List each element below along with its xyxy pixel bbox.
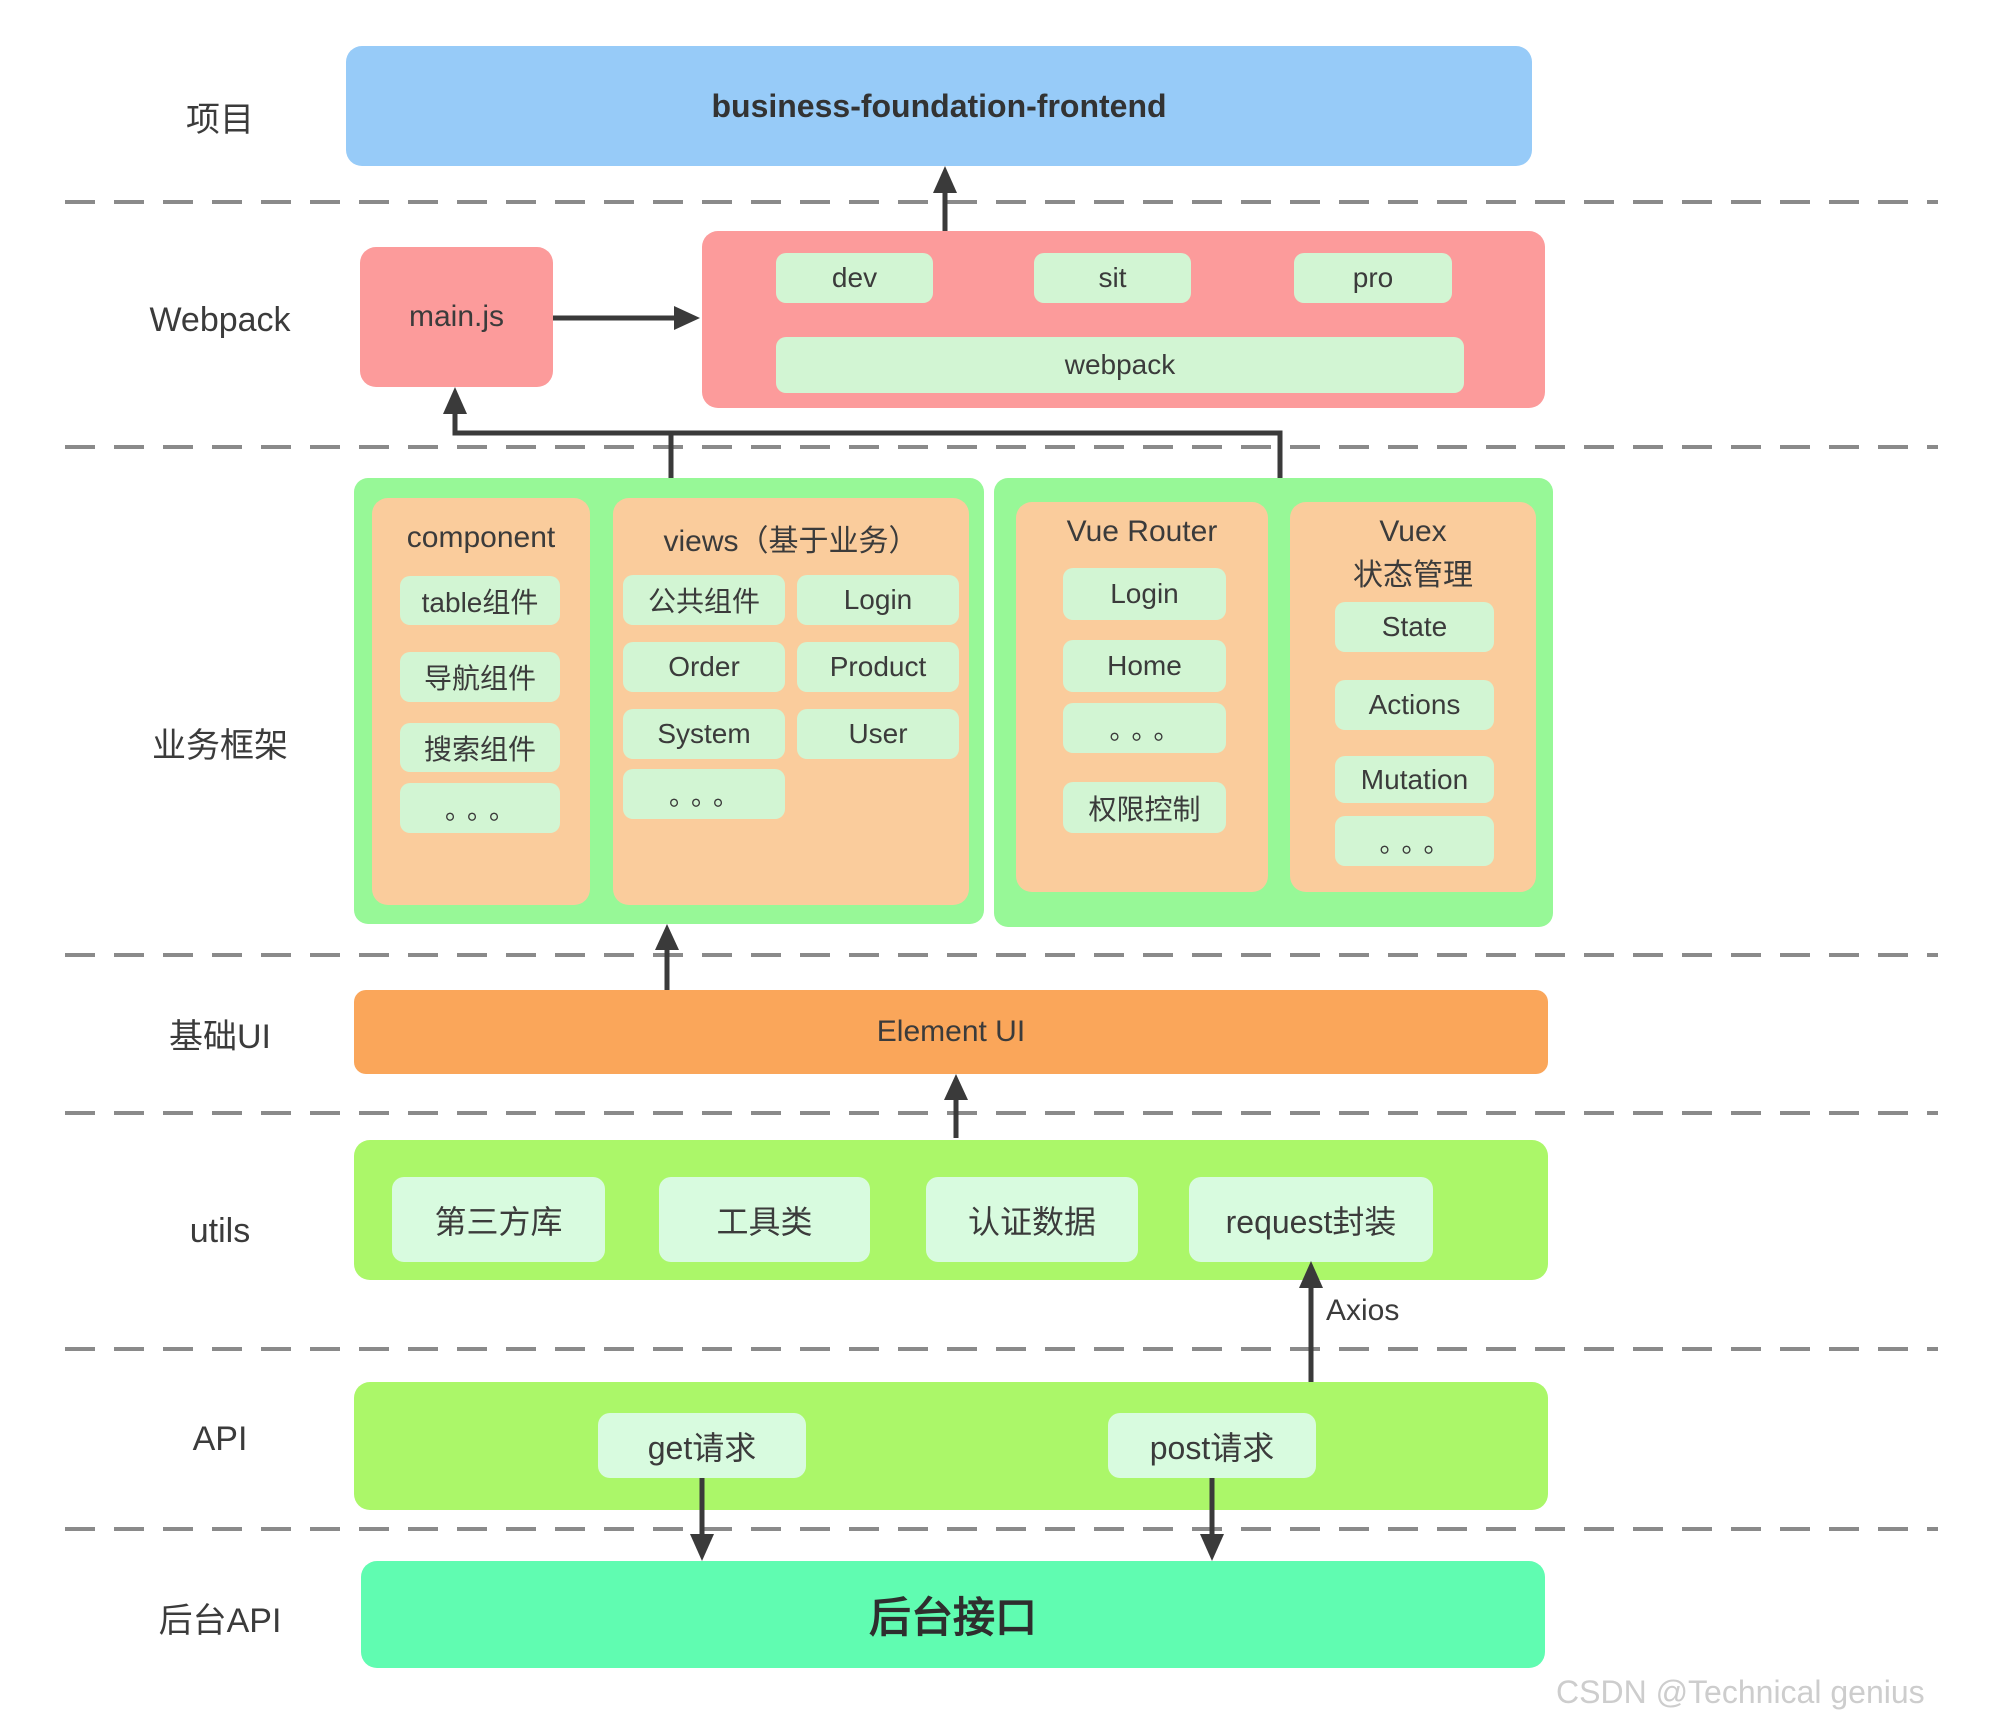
- vuex-item-mutation: Mutation: [1335, 756, 1494, 803]
- arrowhead-up-framework: [655, 924, 679, 950]
- vuex-item-state: State: [1335, 602, 1494, 652]
- views-item-product: Product: [797, 642, 959, 692]
- main-js-box: main.js: [360, 247, 553, 387]
- row-label-base-ui: 基础UI: [169, 1017, 271, 1056]
- views-item-login: Login: [797, 575, 959, 625]
- arrowhead-right-envs: [674, 306, 700, 330]
- arrowhead-up-elementui: [944, 1074, 968, 1100]
- router-item-more: 。。。: [1063, 703, 1226, 753]
- vuex-panel-title: Vuex: [1379, 515, 1447, 548]
- api-box: [354, 1382, 1548, 1510]
- vuex-item-more: 。。。: [1335, 816, 1494, 866]
- component-item-table: table组件: [400, 576, 560, 625]
- row-label-backend: 后台API: [158, 1601, 282, 1640]
- line-framework-to-mainjs: [452, 413, 1283, 478]
- axios-label: Axios: [1326, 1294, 1400, 1327]
- router-item-login: Login: [1063, 568, 1226, 620]
- vue-router-panel: [1016, 502, 1268, 892]
- vuex-panel-subtitle: 状态管理: [1353, 559, 1473, 592]
- views-item-user: User: [797, 709, 959, 759]
- api-post-box: post请求: [1108, 1413, 1316, 1478]
- row-label-framework: 业务框架: [152, 726, 288, 765]
- api-get-box: get请求: [598, 1413, 806, 1478]
- vue-router-panel-title: Vue Router: [1066, 515, 1218, 548]
- router-item-permission: 权限控制: [1063, 782, 1226, 833]
- router-item-home: Home: [1063, 640, 1226, 692]
- utils-item-tools: 工具类: [659, 1177, 870, 1262]
- views-panel: [613, 498, 969, 905]
- utils-item-auth-data: 认证数据: [926, 1177, 1138, 1262]
- component-panel-title: component: [406, 521, 556, 554]
- row-label-api: API: [192, 1419, 248, 1458]
- env-sit-box: sit: [1034, 253, 1191, 303]
- backend-box: 后台接口: [361, 1561, 1545, 1668]
- views-item-order: Order: [623, 642, 785, 692]
- watermark: CSDN @Technical genius: [1556, 1674, 1925, 1710]
- utils-item-request-wrapper: request封装: [1189, 1177, 1433, 1262]
- views-panel-title: views（基于业务）: [663, 525, 919, 558]
- views-item-common: 公共组件: [623, 575, 785, 625]
- env-dev-box: dev: [776, 253, 933, 303]
- component-item-more: 。。。: [400, 783, 560, 833]
- arrowhead-down-backend-get: [690, 1534, 714, 1561]
- utils-item-thirdparty: 第三方库: [392, 1177, 605, 1262]
- arrowhead-down-backend-post: [1200, 1534, 1224, 1561]
- views-item-system: System: [623, 709, 785, 759]
- arrowhead-up-project: [933, 166, 957, 193]
- webpack-bundler-box: webpack: [776, 337, 1464, 393]
- project-box: business-foundation-frontend: [346, 46, 1532, 166]
- element-ui-bar: Element UI: [354, 990, 1548, 1074]
- row-label-project: 项目: [186, 100, 254, 139]
- row-label-utils: utils: [189, 1211, 251, 1250]
- arrowhead-up-mainjs: [443, 387, 467, 414]
- row-label-webpack: Webpack: [149, 300, 291, 339]
- vuex-item-actions: Actions: [1335, 680, 1494, 730]
- views-item-more: 。。。: [623, 769, 785, 819]
- component-item-nav: 导航组件: [400, 652, 560, 702]
- component-item-search: 搜索组件: [400, 723, 560, 772]
- env-pro-box: pro: [1294, 253, 1452, 303]
